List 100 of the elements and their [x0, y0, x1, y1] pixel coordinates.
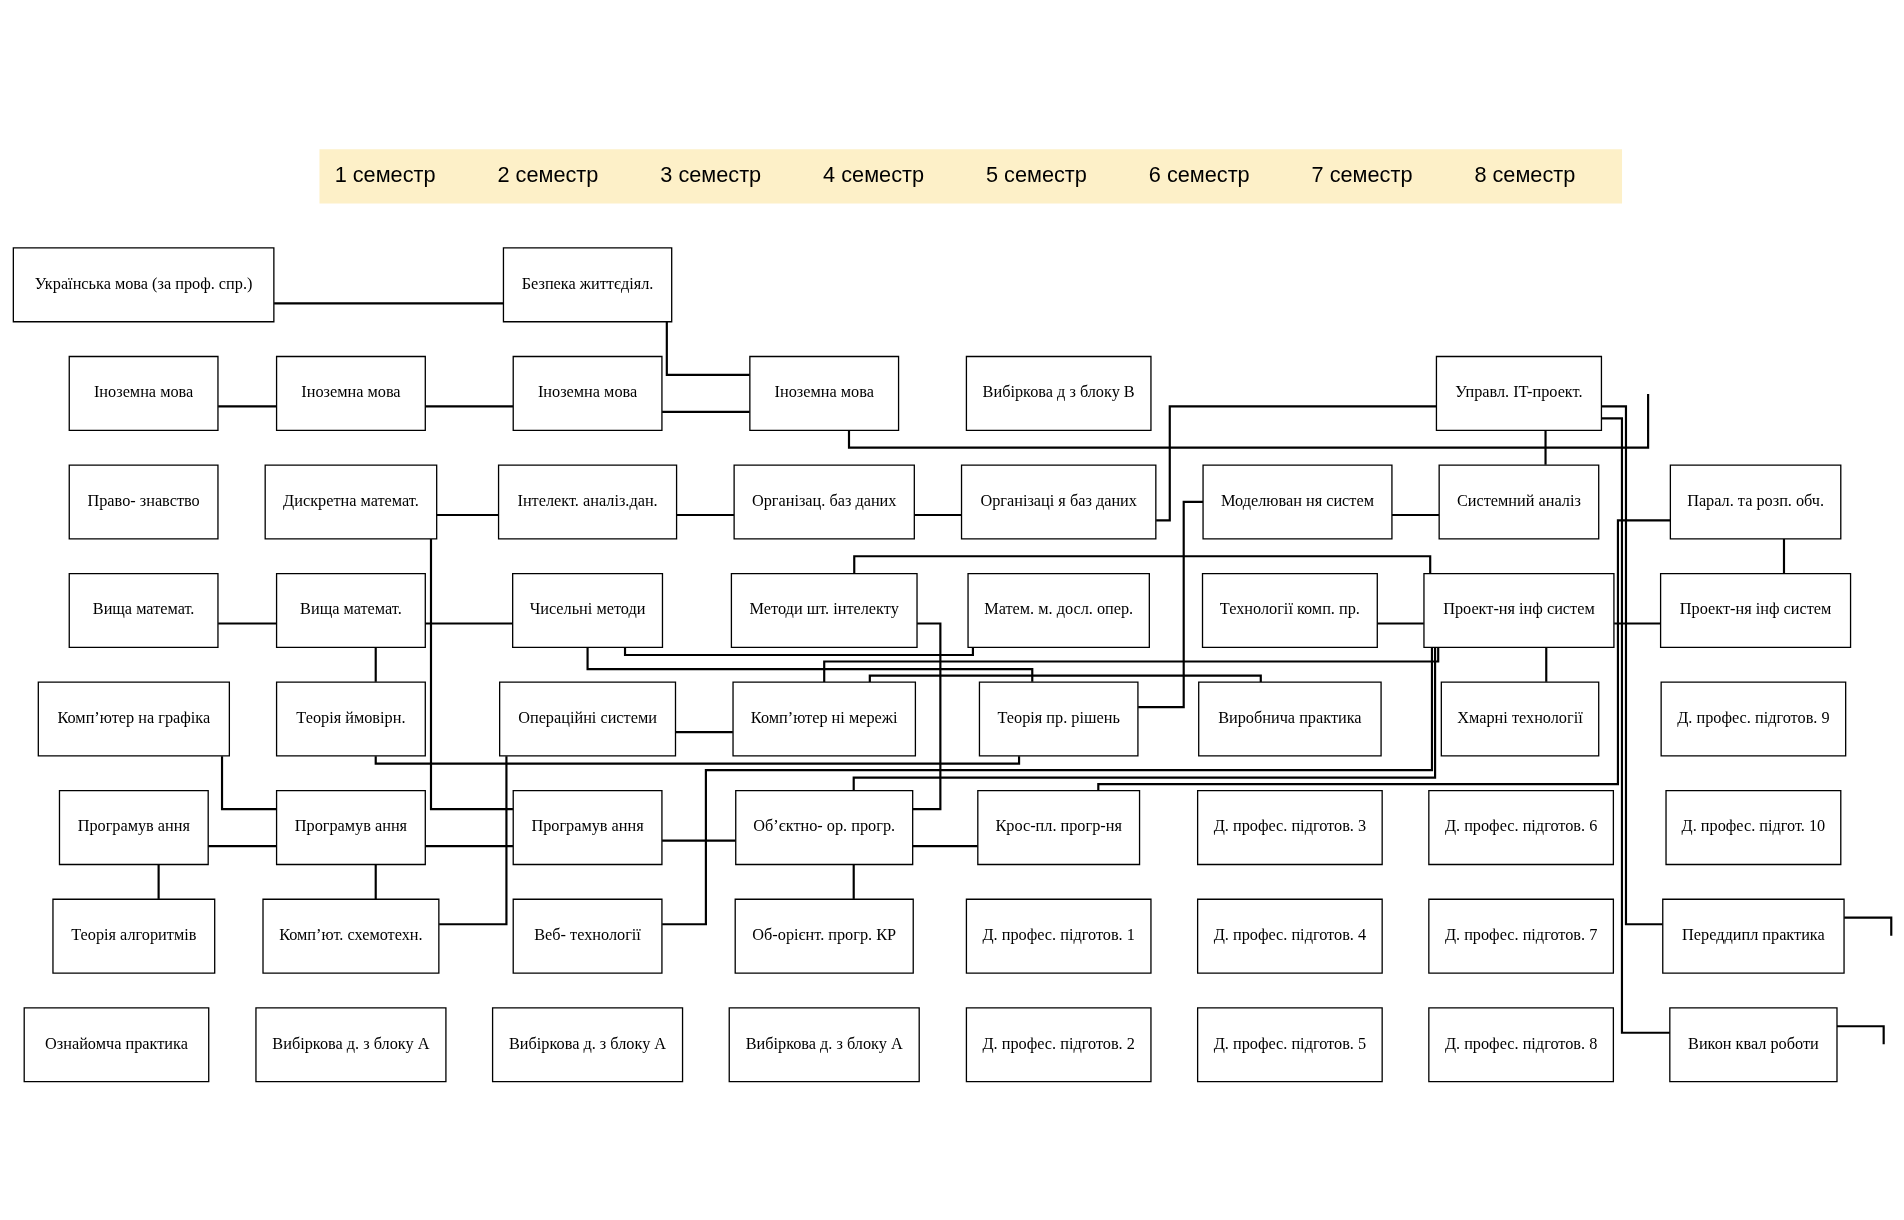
connector	[852, 647, 1436, 790]
connector	[425, 404, 513, 407]
node-box: Вища математ.	[68, 572, 219, 648]
node-box: Об’єктно- ор. прогр.	[734, 789, 913, 865]
connector	[1544, 647, 1547, 682]
connector	[217, 621, 276, 625]
node-box: Д. профес. підготов. 8	[1427, 1006, 1614, 1082]
connector	[217, 404, 276, 407]
node-box: Технології комп. пр.	[1201, 572, 1378, 648]
node-box: Комп’ютер ні мережі	[731, 681, 916, 757]
connector	[661, 839, 736, 842]
connector	[623, 647, 974, 656]
node-box: Викон квал роботи	[1668, 1006, 1838, 1082]
node-box: Комп’ют. схемотехн.	[261, 898, 439, 974]
node-box: Проект-ня інф систем	[1659, 572, 1851, 648]
connector	[868, 674, 1262, 682]
connector	[207, 844, 276, 847]
node-box: Вибіркова д з блоку В	[965, 355, 1152, 431]
connector	[1613, 621, 1661, 625]
node-box: Чисельні методи	[511, 572, 663, 648]
node-box: Українська мова (за проф. спр.)	[12, 246, 274, 322]
connector	[436, 513, 498, 516]
node-box: Хмарні технології	[1440, 681, 1599, 757]
node-box: Д. профес. підготов. 4	[1196, 898, 1383, 974]
node-box: Виробнича практика	[1197, 681, 1382, 757]
connector	[852, 554, 1431, 573]
node-box: Операційні системи	[498, 681, 676, 757]
connector	[374, 647, 377, 682]
connector	[852, 864, 855, 899]
connector	[1155, 404, 1436, 521]
node-box: Парал. та розп. обч.	[1669, 463, 1841, 539]
node-box: 1 семестр 2 семестр 3 семестр 4 семестр 5 семестр 6 семестр 7 семестр 8 семестр	[318, 148, 1622, 203]
connector	[1836, 1024, 1885, 1044]
node-box: Проект-ня інф систем	[1422, 572, 1615, 648]
connector	[1391, 513, 1439, 516]
node-box: Вибіркова д. з блоку А	[491, 1006, 683, 1082]
connector	[661, 410, 750, 413]
connector	[1601, 416, 1670, 1034]
node-box: Вища математ.	[275, 572, 426, 648]
node-box: Право- знавство	[68, 463, 219, 539]
connector	[429, 538, 513, 810]
node-box: Вибіркова д. з блоку А	[728, 1006, 920, 1082]
connector	[1543, 429, 1547, 465]
node-box: Матем. м. досл. опер.	[966, 572, 1150, 648]
node-box: Організаці я баз даних	[960, 463, 1156, 539]
node-box: Управл. IT-проект.	[1435, 355, 1602, 431]
node-box: Моделюван ня систем	[1201, 463, 1393, 539]
node-box: Іноземна мова	[512, 355, 663, 431]
node-box: Комп’ютер на графіка	[37, 681, 230, 757]
node-box: Теорія пр. рішень	[978, 681, 1139, 757]
connector	[425, 621, 513, 625]
connector	[273, 301, 503, 304]
node-box: Веб- технології	[512, 898, 663, 974]
connector	[822, 647, 1439, 682]
node-box: Д. профес. підготов. 3	[1196, 789, 1383, 865]
node-box: Інтелект. аналіз.дан.	[497, 463, 677, 539]
connector	[438, 755, 507, 925]
connector	[676, 513, 734, 516]
connector	[912, 844, 978, 847]
node-box: Іноземна мова	[275, 355, 426, 431]
connector	[1601, 404, 1662, 925]
node-box: Крос-пл. прогр-ня	[976, 789, 1140, 865]
node-box: Безпека життєдіял.	[502, 246, 672, 322]
node-box: Методи шт. інтелекту	[730, 572, 918, 648]
connector	[1843, 916, 1892, 936]
connector	[1096, 518, 1670, 791]
connector	[425, 844, 513, 847]
connector	[157, 864, 160, 899]
node-box: Теорія ймовірн.	[275, 681, 426, 757]
node-box: Організац. баз даних	[732, 463, 915, 539]
node-box: Програмув ання	[275, 789, 426, 865]
node-box: Об-орієнт. прогр. КР	[734, 898, 914, 974]
connector	[220, 755, 276, 810]
node-box: Вибіркова д. з блоку А	[254, 1006, 447, 1082]
node-box: Системний аналіз	[1438, 463, 1599, 539]
node-box: Д. профес. підготов. 6	[1427, 789, 1614, 865]
node-box: Іноземна мова	[68, 355, 219, 431]
node-box: Переддипл практика	[1661, 898, 1845, 974]
node-box: Д. профес. підготов. 5	[1196, 1006, 1383, 1082]
node-box: Д. профес. підготов. 1	[965, 898, 1152, 974]
connector	[661, 647, 1433, 925]
node-box: Д. профес. підготов. 9	[1660, 681, 1846, 757]
connector	[1137, 500, 1203, 708]
node-box: Програмув ання	[512, 789, 663, 865]
connector	[1782, 538, 1785, 573]
node-box: Ознайомча практика	[23, 1006, 209, 1082]
connector	[847, 393, 1649, 449]
connector	[914, 513, 961, 516]
node-box: Програмув ання	[58, 789, 209, 865]
connector	[586, 647, 1033, 682]
connector	[675, 730, 733, 733]
connector	[374, 864, 377, 899]
node-box: Іноземна мова	[748, 355, 899, 431]
node-box: Теорія алгоритмів	[51, 898, 215, 974]
node-box: Д. профес. підготов. 7	[1427, 898, 1614, 974]
connector	[912, 621, 941, 810]
connector	[665, 321, 750, 376]
node-box: Д. профес. підгот. 10	[1664, 789, 1841, 865]
connector	[1376, 621, 1424, 625]
node-box: Дискретна математ.	[264, 463, 437, 539]
